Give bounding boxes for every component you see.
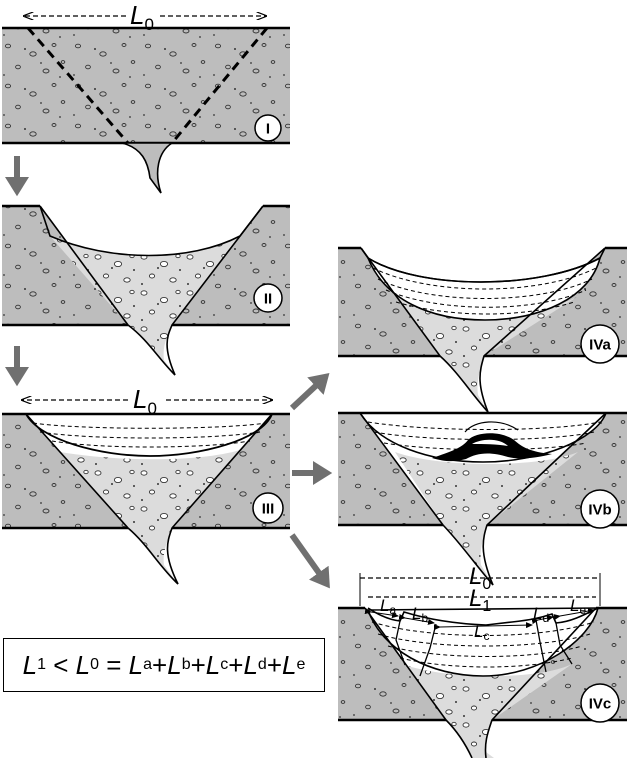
- stage-badge: [252, 492, 284, 524]
- panel-IVa: IVa: [338, 246, 627, 413]
- wedge-grains: [405, 664, 572, 758]
- stage-badge: [254, 114, 282, 142]
- wedge-outline: [25, 413, 273, 585]
- ice-lens-cap: [464, 421, 519, 433]
- flow-arrow-III-IVc: [289, 533, 330, 589]
- formula-sub-1: 1: [37, 656, 46, 673]
- ice-lens: [432, 433, 552, 462]
- wedge-outline: [39, 205, 264, 376]
- formula-Lb: L: [167, 649, 182, 680]
- wedge-grains: [395, 452, 578, 585]
- stage-label-IVc: IVc: [589, 696, 612, 713]
- Lc-arrow: [433, 622, 533, 631]
- wedge-outline: [364, 607, 597, 758]
- panel-IVb: IVb: [338, 411, 627, 586]
- formula-plus: +: [266, 649, 282, 680]
- Lb-symbol: Lb: [412, 604, 428, 625]
- host-sediment: [338, 608, 446, 720]
- formula-sub-e: e: [296, 656, 306, 673]
- formula-sub-b: b: [181, 656, 191, 673]
- depression-surface: [360, 247, 606, 283]
- stage-label-I: I: [266, 121, 270, 138]
- formula-L1: L: [22, 649, 38, 680]
- host-sediment: [338, 413, 443, 525]
- formula-equals: =: [99, 649, 129, 680]
- L0-symbol: L0: [133, 384, 157, 418]
- Ld-symbol: Ld: [533, 604, 549, 625]
- wedge-outline: [359, 412, 607, 586]
- ice-lens-inner: [472, 439, 508, 446]
- wedge-grains: [60, 450, 240, 584]
- formula-Le: L: [282, 649, 297, 680]
- stage-badge: [580, 489, 620, 529]
- formula-sub-0: 0: [90, 656, 100, 673]
- depression-surface: [39, 205, 264, 257]
- pebbles: [2, 28, 290, 143]
- panel-II: II: [2, 204, 290, 376]
- stage-badge: [580, 324, 620, 364]
- host-sediment: [338, 248, 440, 356]
- formula-sub-c: c: [220, 656, 229, 673]
- L1-symbol: L1: [469, 585, 491, 615]
- Ld-arrow: [531, 615, 554, 625]
- stage-badge: [253, 283, 283, 313]
- stage-label-II: II: [264, 291, 272, 308]
- formula-L0: L: [75, 649, 91, 680]
- formula-La: L: [128, 649, 144, 680]
- formula-plus: +: [190, 649, 206, 680]
- Le-symbol: Le: [570, 596, 586, 617]
- stage-badge: [580, 683, 620, 723]
- panel-IVc: L0 L1 La Lb Lc Ld Le IVc: [338, 563, 627, 758]
- dashed-wedge-right: [170, 27, 269, 144]
- formula-Lc: L: [205, 649, 221, 680]
- formula-sub-a: a: [143, 656, 153, 673]
- stage-label-III: III: [262, 501, 275, 518]
- Lb-arrow: [398, 614, 435, 625]
- L0-symbol: L0: [130, 0, 154, 34]
- La-symbol: La: [380, 596, 396, 617]
- flow-arrow-III-IVa: [289, 373, 330, 411]
- host-sediment: [2, 414, 128, 528]
- stage-label-IVa: IVa: [589, 337, 611, 354]
- formula-plus: +: [228, 649, 244, 680]
- panel-I: L0 I: [2, 0, 290, 194]
- formula-sub-d: d: [257, 656, 267, 673]
- formula-Ld: L: [243, 649, 258, 680]
- L0-symbol: L0: [469, 563, 491, 593]
- dashed-wedge-left: [26, 27, 130, 144]
- formula-less-than: <: [46, 649, 76, 680]
- host-sediment: [2, 206, 128, 325]
- stage-label-IVb: IVb: [588, 502, 611, 519]
- ice-vein: [121, 142, 175, 194]
- fractures: [395, 619, 573, 677]
- formula-plus: +: [152, 649, 168, 680]
- La-arrow: [364, 608, 399, 619]
- lake-laminae: [32, 422, 267, 448]
- Le-arrow: [553, 608, 595, 620]
- wedge-grains: [50, 236, 240, 375]
- Lc-symbol: Lc: [474, 622, 489, 643]
- panel-III: L0 III: [2, 384, 290, 585]
